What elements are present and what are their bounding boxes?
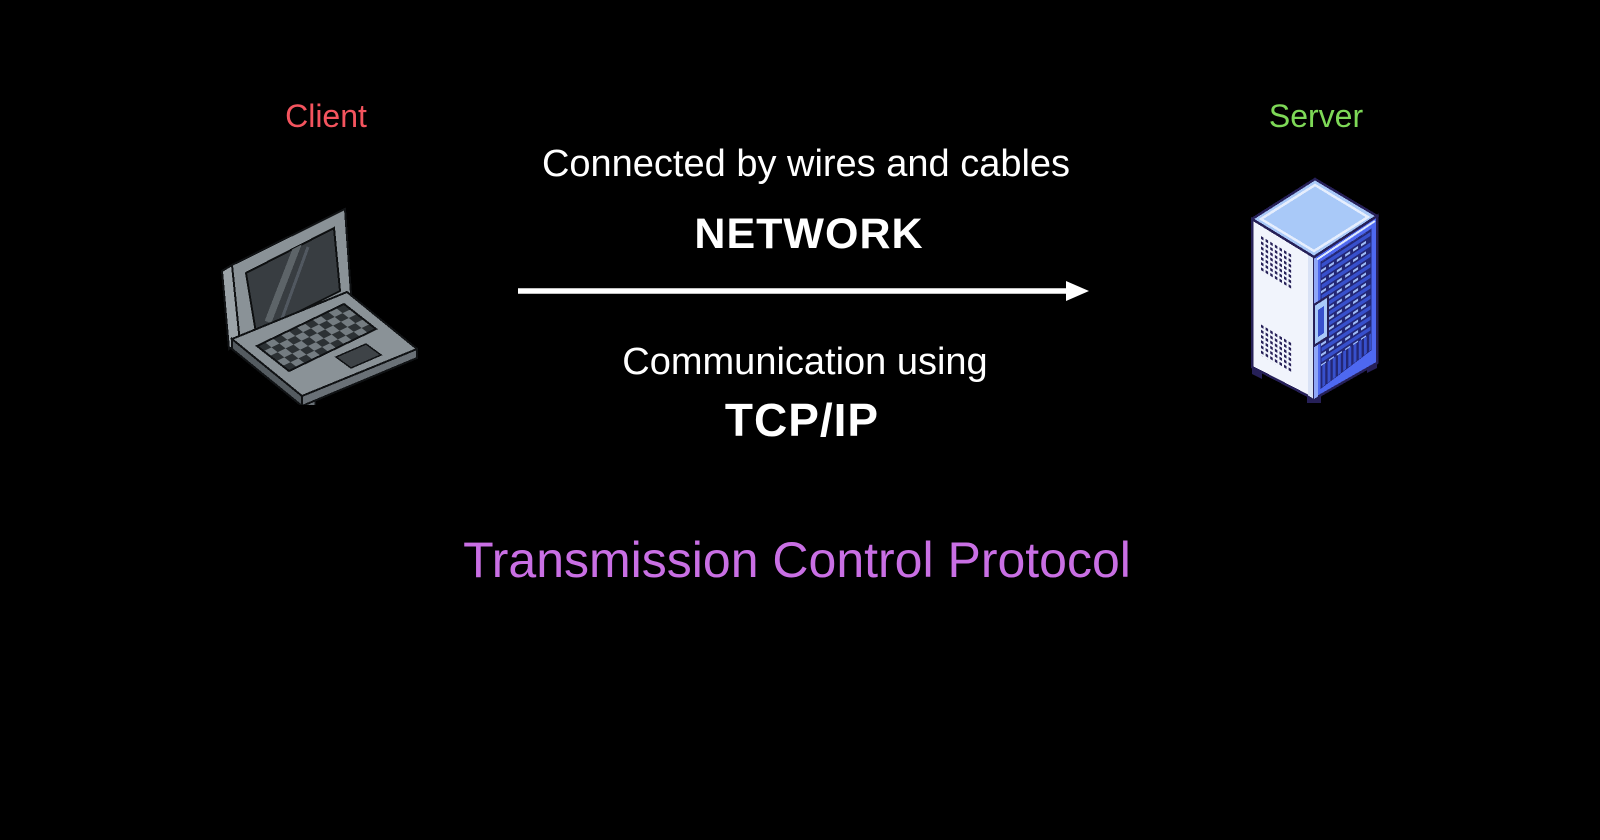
tcpip-title: TCP/IP <box>724 394 880 446</box>
server-label: Server <box>1268 98 1364 134</box>
laptop-icon <box>220 207 418 405</box>
arrow-right-icon <box>518 281 1089 301</box>
connection-caption: Connected by wires and cables <box>541 143 1071 185</box>
footnote-label: Transmission Control Protocol <box>463 532 1131 588</box>
client-label: Client <box>285 98 367 134</box>
communication-caption: Communication using <box>622 341 988 383</box>
server-rack-icon <box>1251 177 1379 403</box>
network-title: NETWORK <box>694 210 924 258</box>
